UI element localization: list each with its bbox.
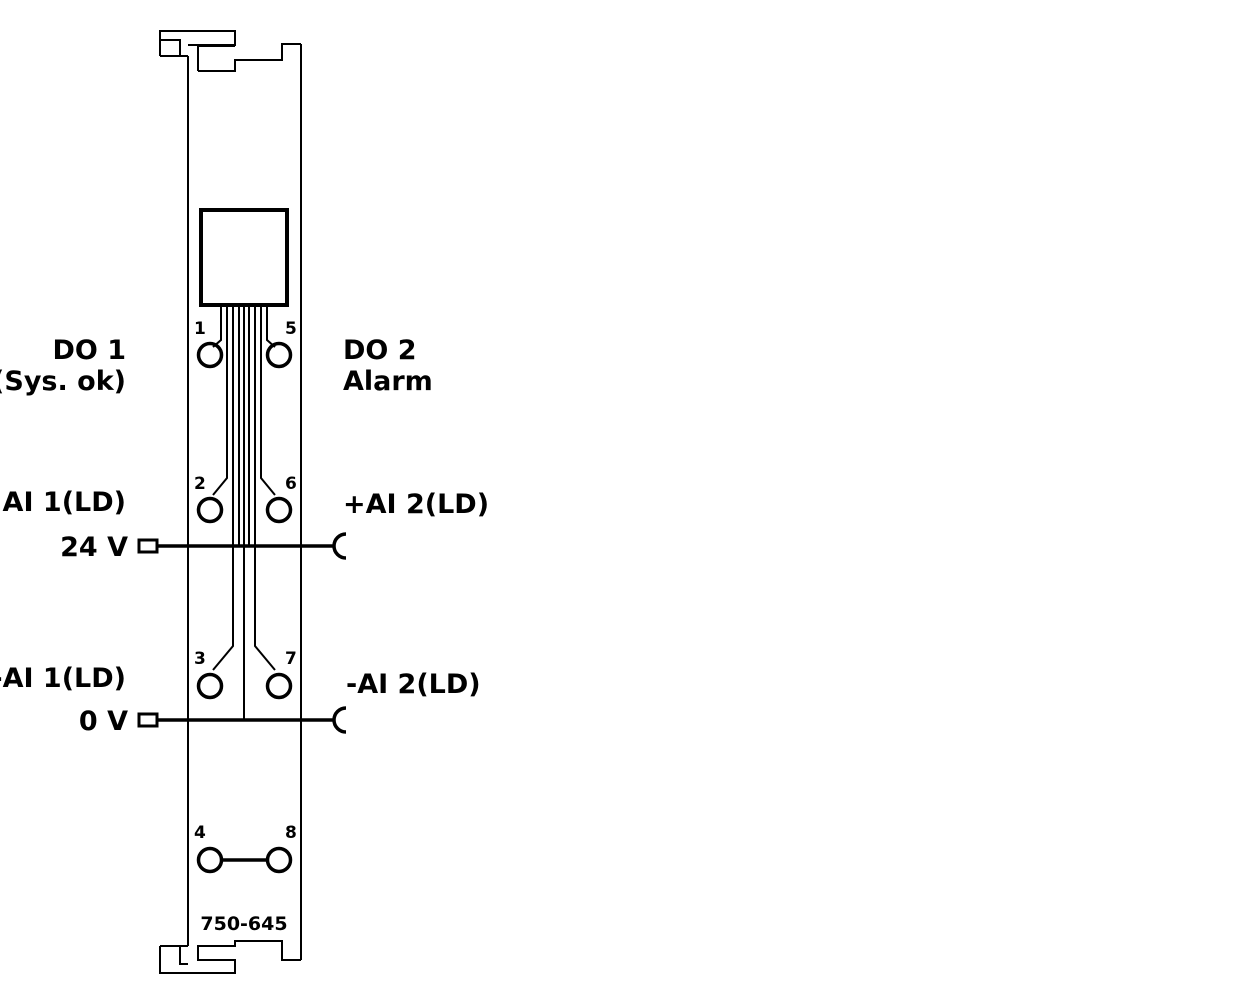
label-do2-sub: Alarm: [343, 366, 433, 397]
label-ai2-plus: +AI 2(LD): [343, 489, 489, 520]
bus-0v-contact-right: [332, 706, 347, 734]
label-do2: DO 2: [343, 335, 417, 366]
bottom-rail-clip-inner: [160, 945, 188, 965]
terminal-8-number: 8: [285, 823, 297, 843]
power-bus: [137, 532, 347, 734]
label-24v: 24 V: [60, 532, 128, 563]
terminal-4-number: 4: [194, 823, 206, 843]
label-ai2-minus: -AI 2(LD): [346, 669, 481, 700]
trace-t7: [254, 306, 276, 671]
terminal-numbers: 1 5 2 6 3 7 4 8: [194, 319, 297, 843]
trace-t2: [212, 306, 228, 496]
internal-traces: [212, 306, 276, 720]
right-labels: DO 2 Alarm +AI 2(LD) -AI 2(LD): [343, 335, 489, 700]
terminal-2-number: 2: [194, 474, 206, 494]
label-0v: 0 V: [79, 706, 128, 737]
bottom-rail-clip: [159, 940, 301, 974]
status-window: [199, 208, 289, 307]
terminal-4-point[interactable]: [196, 846, 224, 874]
terminal-2-point[interactable]: [196, 496, 224, 524]
label-ai1-minus: -AI 1(LD): [0, 663, 126, 694]
trace-t5: [266, 306, 276, 348]
trace-t3: [212, 306, 234, 671]
terminal-1-number: 1: [194, 319, 206, 339]
left-labels: DO 1 (Sys. ok) +AI 1(LD) 24 V -AI 1(LD) …: [0, 335, 128, 737]
terminal-3-point[interactable]: [196, 672, 224, 700]
top-latch: [197, 43, 301, 72]
model-number: 750-645: [200, 913, 287, 935]
terminal-1-point[interactable]: [196, 341, 224, 369]
terminal-7-number: 7: [285, 649, 297, 669]
label-do1-sub: (Sys. ok): [0, 366, 126, 397]
terminal-3-number: 3: [194, 649, 206, 669]
terminal-8-point[interactable]: [265, 846, 293, 874]
module-housing: [159, 30, 302, 974]
bus-0v-contact-left: [137, 712, 159, 728]
trace-t1: [212, 306, 222, 348]
terminal-5-number: 5: [285, 319, 297, 339]
bus-24v-contact-left: [137, 538, 159, 554]
terminal-7-point[interactable]: [265, 672, 293, 700]
bus-24v-contact-right: [332, 532, 347, 560]
terminal-points: [196, 341, 293, 874]
terminal-6-number: 6: [285, 474, 297, 494]
label-do1: DO 1: [52, 335, 126, 366]
label-ai1-plus: +AI 1(LD): [0, 487, 126, 518]
terminal-6-point[interactable]: [265, 496, 293, 524]
terminal-5-point[interactable]: [265, 341, 293, 369]
trace-t6: [260, 306, 276, 496]
